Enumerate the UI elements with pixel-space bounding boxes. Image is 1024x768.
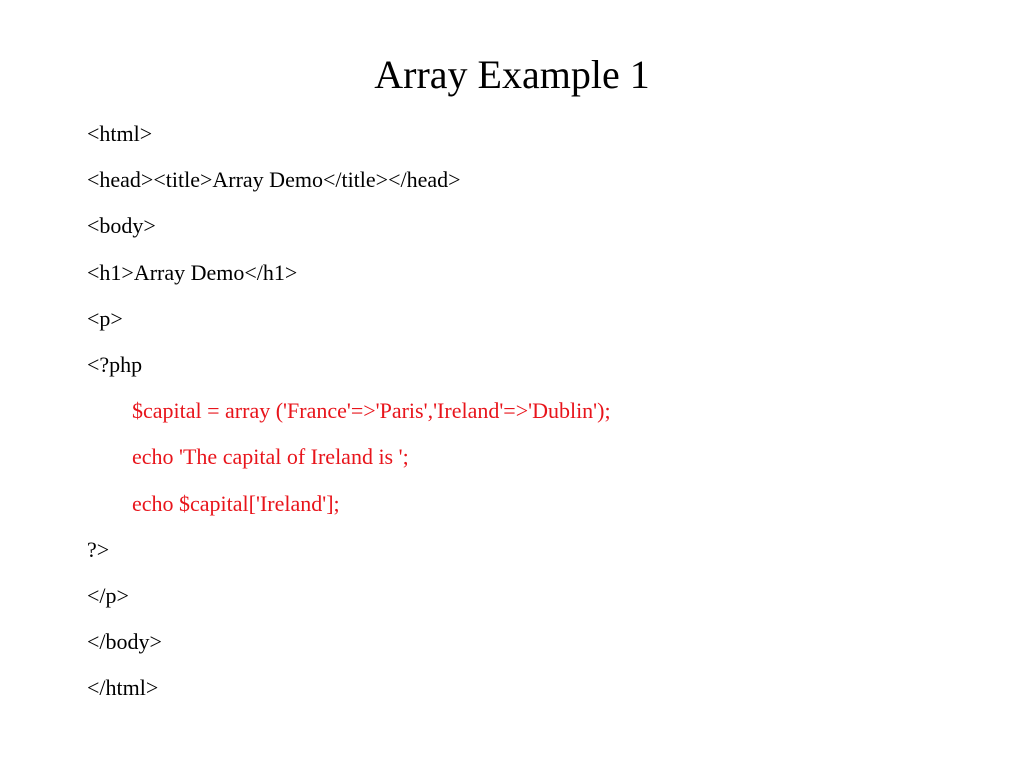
code-line: </html> xyxy=(87,675,159,701)
code-line: <?php xyxy=(87,351,143,377)
code-line: </body> xyxy=(87,629,162,655)
slide-title: Array Example 1 xyxy=(374,52,650,97)
code-line: <body> xyxy=(87,213,156,239)
code-line: <head><title>Array Demo</title></head> xyxy=(87,167,461,193)
php-code-line: echo $capital['Ireland']; xyxy=(132,490,340,516)
code-listing: <html> <head><title>Array Demo</title></h… xyxy=(87,118,611,718)
php-code-line: echo 'The capital of Ireland is '; xyxy=(132,444,409,470)
code-line: <html> xyxy=(87,121,153,146)
php-code-line: $capital = array ('France'=>'Paris','Ire… xyxy=(132,398,611,424)
code-line: ?> xyxy=(87,536,110,562)
code-line: </p> xyxy=(87,582,129,608)
code-line: <p> xyxy=(87,305,123,331)
code-line: <h1>Array Demo</h1> xyxy=(87,259,298,285)
